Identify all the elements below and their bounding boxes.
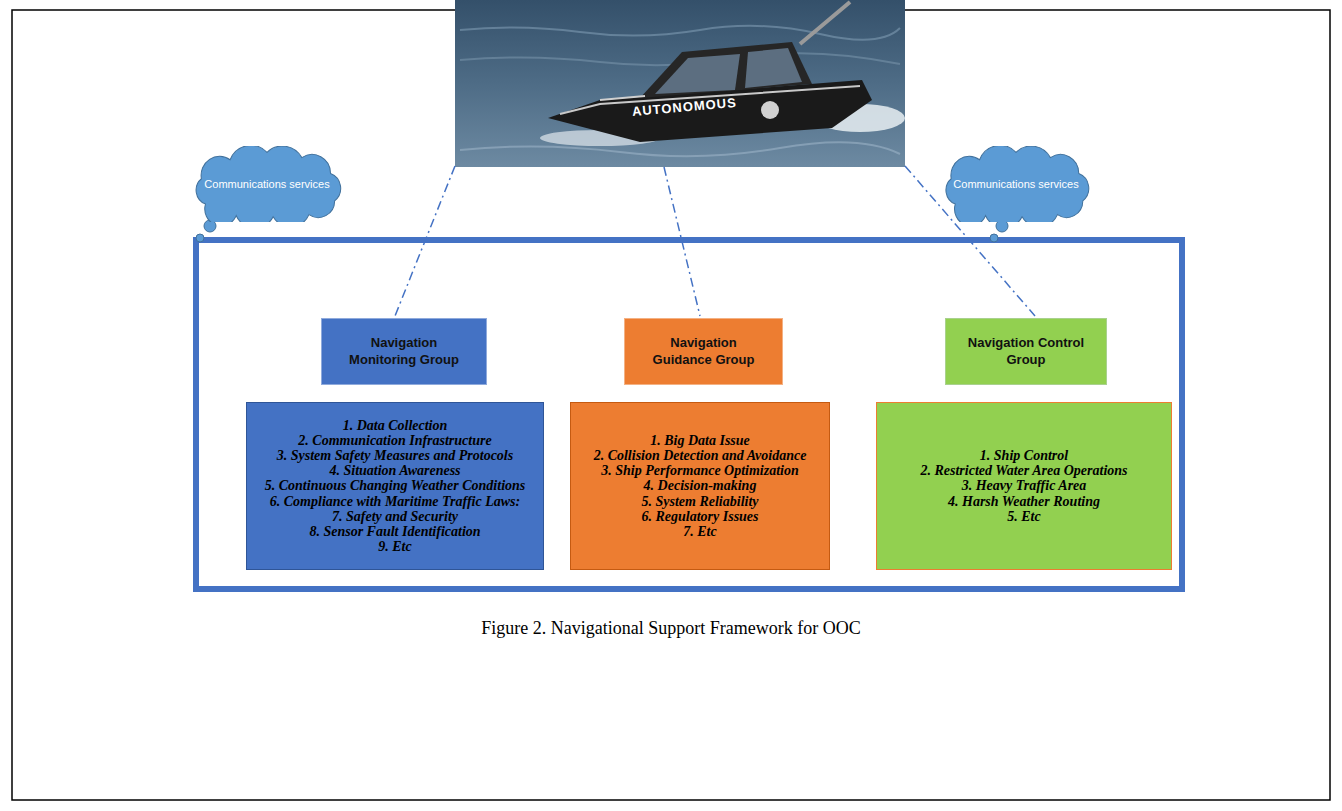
issue-item: 7. Safety and Security (332, 509, 458, 524)
group-title: Navigation Control Group (966, 335, 1086, 368)
issue-item: 8. Sensor Fault Identification (309, 524, 480, 539)
cloud-callout: Communications services (935, 146, 1097, 222)
group-title: Navigation Guidance Group (644, 335, 764, 368)
issue-item: 1. Ship Control (980, 448, 1068, 463)
group-header: Navigation Monitoring Group (321, 318, 487, 385)
group-header: Navigation Guidance Group (624, 318, 783, 385)
issue-item: 5. Continuous Changing Weather Condition… (265, 478, 526, 493)
issue-item: 6. Compliance with Maritime Traffic Laws… (270, 494, 520, 509)
cloud-callout: Communications services (185, 146, 349, 222)
issue-item: 1. Data Collection (343, 418, 448, 433)
issue-item: 2. Communication Infrastructure (298, 433, 491, 448)
issue-item: 5. Etc (1007, 509, 1040, 524)
issue-item: 2. Restricted Water Area Operations (920, 463, 1127, 478)
issue-item: 3. Ship Performance Optimization (601, 463, 799, 478)
issue-list-box: 1. Ship Control2. Restricted Water Area … (876, 402, 1172, 570)
issue-list-box: 1. Big Data Issue2. Collision Detection … (570, 402, 830, 570)
issue-item: 4. Situation Awareness (329, 463, 460, 478)
group-title: Navigation Monitoring Group (344, 335, 464, 368)
issue-item: 1. Big Data Issue (650, 433, 750, 448)
cloud-text: Communications services (204, 178, 329, 190)
issue-item: 5. System Reliability (641, 494, 758, 509)
issue-item: 4. Harsh Weather Routing (948, 494, 1100, 509)
issue-item: 7. Etc (683, 524, 716, 539)
group-header: Navigation Control Group (945, 318, 1107, 385)
issue-item: 4. Decision-making (644, 478, 757, 493)
issue-item: 3. System Safety Measures and Protocols (277, 448, 513, 463)
issue-item: 6. Regulatory Issues (641, 509, 758, 524)
cloud-text: Communications services (953, 178, 1078, 190)
issue-item: 3. Heavy Traffic Area (962, 478, 1087, 493)
issue-list-box: 1. Data Collection2. Communication Infra… (246, 402, 544, 570)
figure-caption: Figure 2. Navigational Support Framework… (0, 618, 1342, 639)
issue-item: 9. Etc (378, 539, 411, 554)
issue-item: 2. Collision Detection and Avoidance (594, 448, 807, 463)
